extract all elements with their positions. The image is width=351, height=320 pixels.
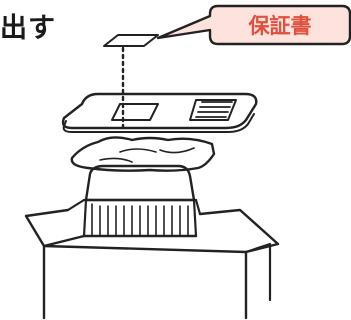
carton-front-wall: [42, 234, 248, 320]
manual-lines-icon: [195, 101, 233, 118]
warranty-callout: 保証書: [156, 4, 351, 46]
product-box: [82, 164, 198, 238]
callout-label: 保証書: [248, 14, 312, 38]
carton-left-flap: [24, 208, 86, 248]
heading-fragment: 出す: [0, 13, 56, 44]
carton-back-flap: [66, 198, 202, 216]
carton-right-flap: [198, 208, 280, 254]
tray-with-manual: [61, 92, 258, 133]
manual-outline: [111, 103, 159, 121]
warranty-card: [103, 34, 159, 47]
shipping-carton: [24, 198, 280, 320]
callout-bubble: [156, 4, 351, 46]
wrapped-cushion: [70, 136, 216, 172]
carton-rim: [42, 244, 248, 254]
